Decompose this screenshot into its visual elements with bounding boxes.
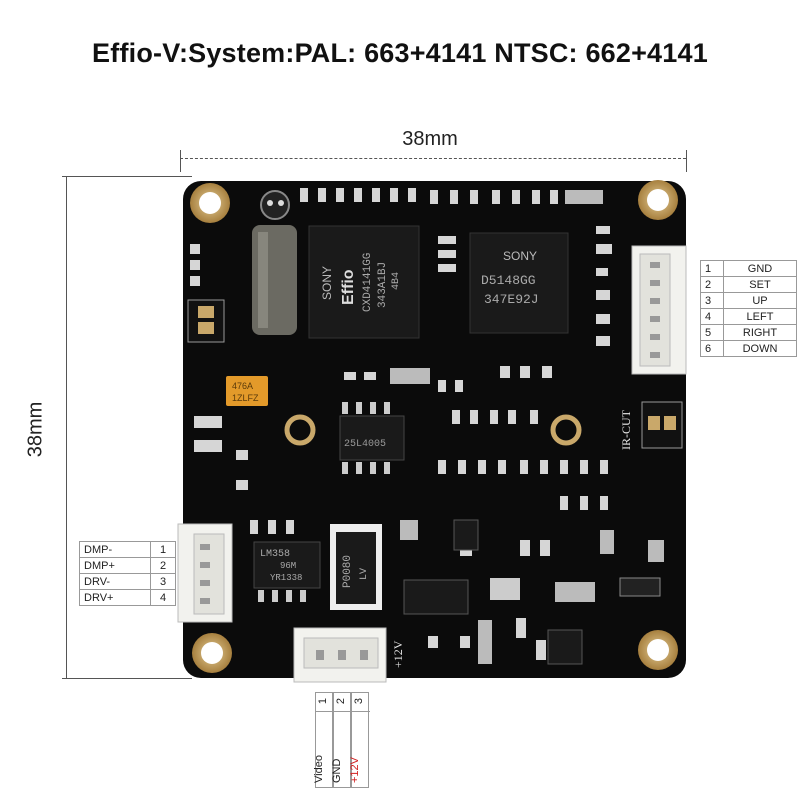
pad-ring-left (284, 414, 316, 446)
effio-chip-logo: Effio (340, 269, 357, 305)
ccd-chip-brand: SONY (503, 249, 537, 263)
mounting-hole-bottom-left (192, 633, 232, 673)
tantalum-capacitor: 476A 1ZLFZ (226, 376, 268, 406)
pin-label: GND (723, 260, 797, 277)
height-dimension-line (66, 176, 67, 678)
ccd-chip-line1: D5148GG (481, 273, 536, 288)
table-row: DRV+4 (79, 589, 176, 606)
pin-label: DRV+ (79, 589, 151, 606)
width-dimension-tick-left (180, 150, 181, 172)
effio-chip-brand: SONY (320, 266, 334, 300)
regulator-line2: LV (359, 568, 370, 580)
pin-number: 2 (335, 697, 348, 705)
pin-label: UP (723, 292, 797, 309)
table-row: DMP+2 (79, 557, 176, 574)
pin-number: 5 (700, 324, 724, 341)
bottom-pin-column: 2 GND (331, 692, 352, 788)
height-dimension-tick-top (62, 176, 192, 177)
pin-number: 3 (700, 292, 724, 309)
pad-ring-right (550, 414, 582, 446)
bottom-pin-column: 1 Video (313, 692, 334, 788)
lm358-line2: 96M (280, 561, 296, 571)
pin-number: 2 (700, 276, 724, 293)
ir-cut-header: IR-CUT (619, 401, 683, 450)
pin-number: 3 (353, 697, 366, 705)
pin-number: 1 (700, 260, 724, 277)
mounting-hole-top-left (190, 183, 230, 223)
lm358-line1: LM358 (260, 549, 290, 560)
table-row: DRV-3 (79, 573, 176, 590)
tantalum-line2: 1ZLFZ (232, 393, 259, 403)
table-row: DMP-1 (79, 541, 176, 558)
pin-label-12v: +12V (349, 757, 361, 783)
pin-number: 6 (700, 340, 724, 357)
tantalum-line1: 476A (232, 381, 253, 391)
bottom-connector-pin-table: 1 Video 2 GND 3 +12V (313, 692, 370, 788)
plus12v-pcb-label: +12V (391, 640, 405, 668)
pin-label: Video (313, 755, 325, 783)
pin-label: LEFT (723, 308, 797, 325)
regulator-line1: P0080 (342, 555, 354, 588)
mounting-hole-bottom-right (638, 630, 678, 670)
pin-label: RIGHT (723, 324, 797, 341)
mounting-hole-top-right (638, 180, 678, 220)
bottom-pin-column: 3 +12V (349, 692, 370, 788)
pin-label: DMP- (79, 541, 151, 558)
effio-chip-line1: CXD4141GG (362, 253, 374, 312)
four-pin-connector-left (177, 523, 233, 623)
width-dimension-tick-right (686, 150, 687, 172)
pin-label: SET (723, 276, 797, 293)
effio-chip-line3: 4B4 (391, 272, 402, 290)
pin-number: 2 (150, 557, 176, 574)
eeprom-chip: 25L4005 (339, 402, 405, 474)
pin-number: 4 (150, 589, 176, 606)
transistor-ic (403, 519, 583, 665)
pin-number: 3 (150, 573, 176, 590)
smd-components (190, 188, 664, 664)
height-dimension-tick-bottom (62, 678, 192, 679)
width-dimension-label: 38mm (402, 128, 458, 150)
ccd-chip-line2: 347E92J (484, 292, 539, 307)
pin-label: DOWN (723, 340, 797, 357)
page-title: Effio-V:System:PAL: 663+4141 NTSC: 662+4… (92, 38, 708, 68)
effio-dsp-chip: SONY Effio CXD4141GG 343A1BJ 4B4 (308, 225, 420, 339)
pin-label: DMP+ (79, 557, 151, 574)
lm358-line3: YR1338 (270, 573, 302, 583)
pin-number: 1 (317, 697, 330, 705)
ir-cut-label: IR-CUT (619, 409, 633, 450)
pin-label: DRV- (79, 573, 151, 590)
effio-chip-line2: 343A1BJ (377, 262, 389, 308)
eeprom-line1: 25L4005 (344, 439, 386, 450)
left-connector-pin-table: DMP-1 DMP+2 DRV-3 DRV+4 (79, 541, 176, 606)
two-pin-header-left (187, 299, 225, 343)
crystal-oscillator (252, 190, 297, 335)
lm358-chip: LM358 96M YR1338 (253, 541, 321, 602)
pin-label: GND (331, 758, 343, 783)
sony-ccd-driver-chip: SONY D5148GG 347E92J (469, 232, 569, 334)
voltage-regulator: P0080 LV (330, 524, 382, 610)
pin-number: 4 (700, 308, 724, 325)
three-pin-connector-bottom: +12V (293, 627, 405, 683)
pin-number: 1 (150, 541, 176, 558)
six-pin-connector-right (631, 245, 687, 375)
width-dimension-line (180, 158, 686, 159)
